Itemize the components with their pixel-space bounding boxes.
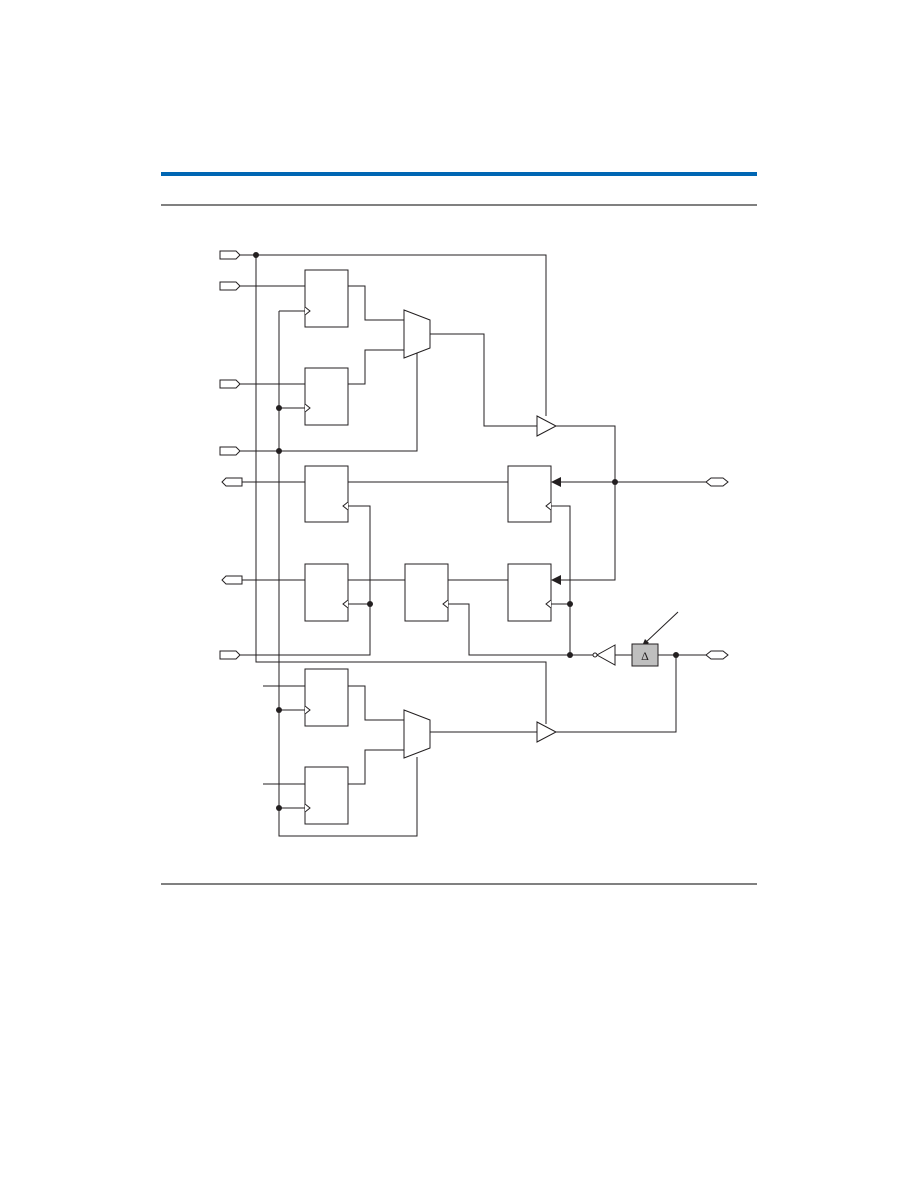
input-buffer-bubble [592, 652, 598, 658]
wire-sel-top [240, 345, 418, 452]
io-pin-2 [705, 650, 729, 660]
input-pin-2 [219, 281, 241, 291]
input-buffer [595, 644, 616, 666]
wire-clock-bus-b [278, 311, 418, 837]
register-out-a [304, 269, 349, 328]
wire-delay-arrow [643, 611, 679, 645]
header-blue-rule [161, 172, 757, 176]
wire-delay-fb [556, 655, 677, 733]
output-buffer [536, 415, 558, 437]
input-pin-3 [219, 379, 241, 389]
wire-ff9-mux [348, 749, 404, 785]
register-out-b [304, 367, 349, 426]
register-oe-b [304, 766, 349, 825]
wire-mux-buffer [430, 333, 537, 427]
arrowhead-ff5 [551, 477, 561, 487]
wire-oe-top [240, 254, 547, 416]
clock-markers [304, 306, 552, 813]
register-oe-a [304, 668, 349, 727]
wire-clk-in [240, 505, 371, 656]
output-pin-1 [221, 477, 243, 487]
wire-clk-ff6 [448, 603, 594, 656]
input-pin-4 [219, 446, 241, 456]
register-in-b [304, 563, 349, 622]
wire-clock-bus-a [255, 255, 547, 724]
register-in-a [304, 465, 349, 523]
register-in-c [404, 563, 449, 622]
input-pin-1 [219, 250, 241, 260]
junctions [253, 252, 679, 811]
io-pin-1 [705, 477, 729, 487]
register-in-d [507, 465, 552, 523]
wires [240, 254, 706, 837]
delay-symbol: Δ [641, 649, 649, 663]
oe-mux [403, 709, 431, 759]
wire-ff1-mux [348, 285, 404, 321]
oe-buffer [536, 721, 558, 743]
delay-block [631, 643, 659, 667]
register-in-e [507, 563, 552, 622]
output-pin-2 [221, 575, 243, 585]
wire-buffer-pad [556, 425, 616, 581]
wire-ff2-mux [348, 349, 404, 385]
input-pin-5 [219, 650, 241, 660]
output-mux [403, 309, 431, 359]
wire-ff8-mux [348, 685, 404, 721]
arrowhead-ff7 [551, 575, 561, 585]
pins [219, 250, 729, 660]
